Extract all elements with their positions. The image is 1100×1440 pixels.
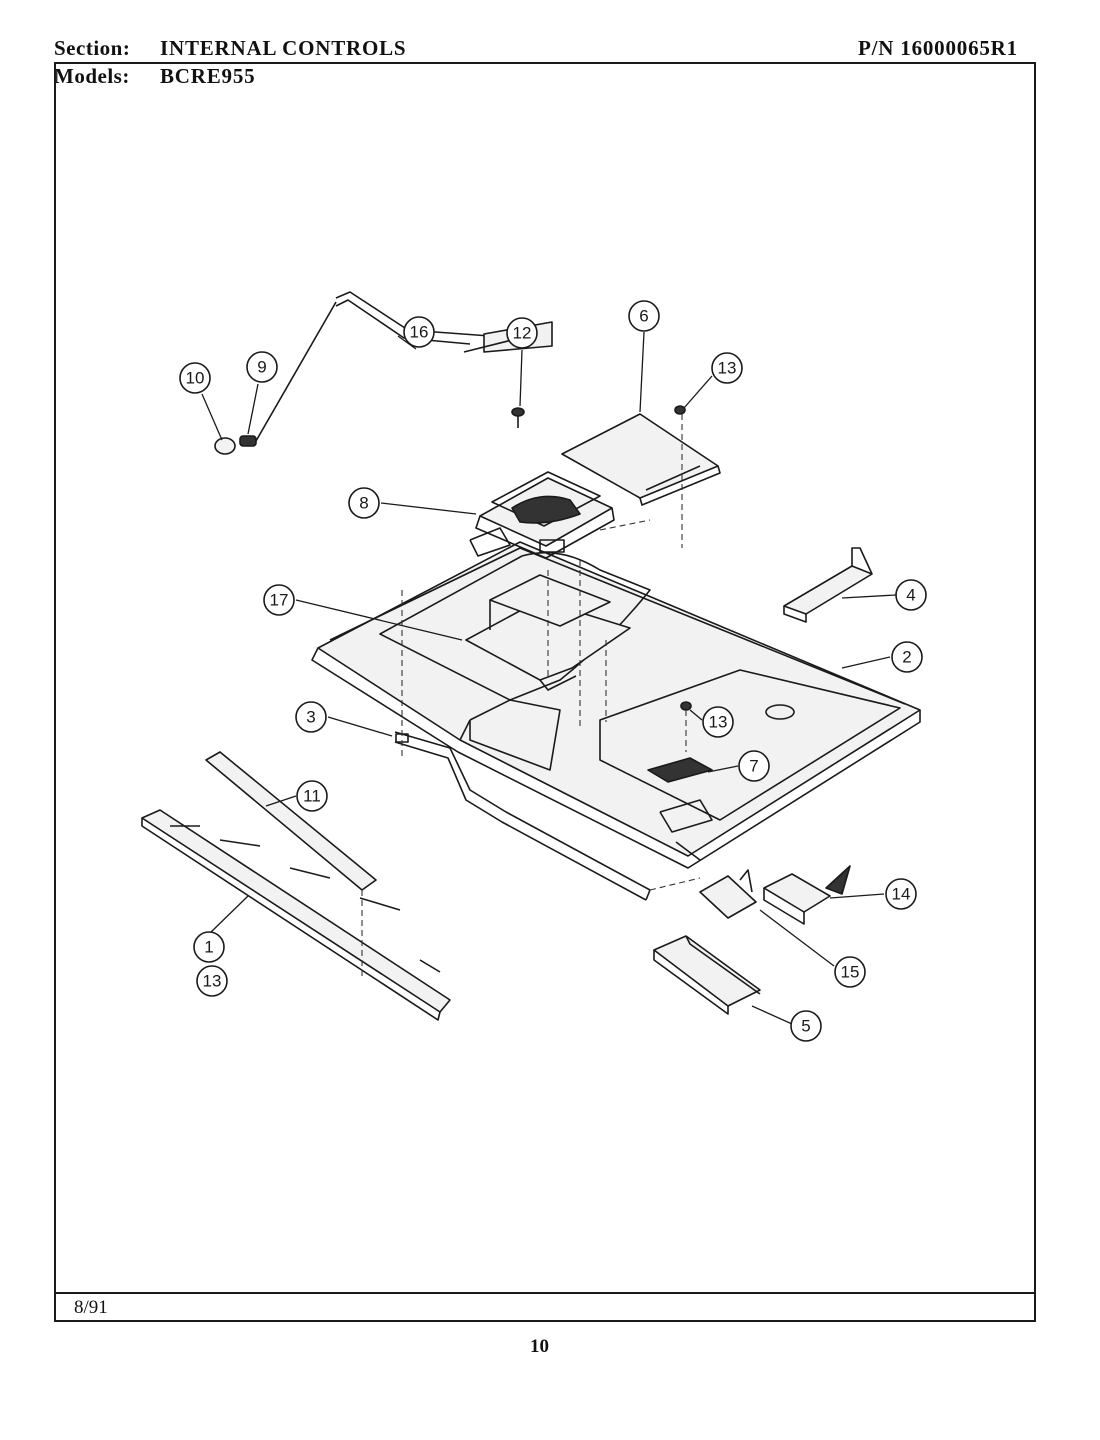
- callout-4-label: 4: [906, 586, 915, 605]
- assembly-guide-lines: [361, 414, 701, 980]
- callout-9-label: 9: [257, 358, 266, 377]
- callout-8: 8: [348, 487, 380, 519]
- callout-10-label: 10: [186, 369, 205, 388]
- section-label: Section:: [54, 36, 131, 60]
- callout-11: 11: [296, 780, 328, 812]
- callout-3-label: 3: [306, 708, 315, 727]
- part-screw-12: [511, 407, 525, 428]
- part-knob-assembly: [214, 301, 337, 455]
- part-front-trim: [141, 809, 451, 1021]
- callout-1-label: 1: [204, 938, 213, 957]
- part-door-latch: [763, 865, 851, 925]
- callout-14-label: 14: [892, 885, 911, 904]
- callout-15-label: 15: [841, 963, 860, 982]
- callout-6: 6: [628, 300, 660, 332]
- callout-6-label: 6: [639, 307, 648, 326]
- part-top-strip: [205, 751, 377, 891]
- callout-5-label: 5: [801, 1017, 810, 1036]
- callout-16-label: 16: [410, 323, 429, 342]
- callout-2-label: 2: [902, 648, 911, 667]
- part-control-mechanism: [469, 471, 615, 559]
- callout-13-c: 13: [702, 706, 734, 738]
- callout-10: 10: [179, 362, 211, 394]
- callout-7-label: 7: [749, 757, 758, 776]
- callout-leader-lines: [201, 331, 897, 1025]
- revision-date: 8/91: [74, 1297, 108, 1318]
- part-small-plate: [647, 757, 713, 783]
- callout-13-a-label: 13: [203, 972, 222, 991]
- callout-15: 15: [834, 956, 866, 988]
- footer-divider: [54, 1292, 1036, 1294]
- models-label: Models:: [54, 64, 130, 88]
- callout-12-label: 12: [513, 324, 532, 343]
- callout-17-label: 17: [270, 591, 289, 610]
- part-hinge-bracket: [699, 869, 757, 919]
- section-value: INTERNAL CONTROLS: [160, 36, 407, 60]
- callout-11-label: 11: [303, 787, 321, 806]
- part-base-pan: [311, 541, 921, 869]
- callout-14: 14: [885, 878, 917, 910]
- callout-3: 3: [295, 701, 327, 733]
- callout-5: 5: [790, 1010, 822, 1042]
- callout-17: 17: [263, 584, 295, 616]
- callout-13-c-label: 13: [709, 713, 728, 732]
- models-value: BCRE955: [160, 64, 256, 88]
- part-number: P/N 16000065R1: [858, 36, 1018, 60]
- callout-7: 7: [738, 750, 770, 782]
- callout-12: 12: [506, 317, 538, 349]
- callout-13-a: 13: [196, 965, 228, 997]
- callout-13-b: 13: [711, 352, 743, 384]
- part-screw-13-top: [674, 405, 686, 415]
- part-screw-13-middle: [680, 701, 692, 711]
- page-number: 10: [530, 1336, 549, 1357]
- callout-4: 4: [895, 579, 927, 611]
- part-side-bracket: [783, 547, 873, 623]
- callout-9: 9: [246, 351, 278, 383]
- callout-13-b-label: 13: [718, 359, 737, 378]
- callout-2: 2: [891, 641, 923, 673]
- callout-16: 16: [403, 316, 435, 348]
- part-cover-plate: [561, 413, 721, 506]
- callout-8-label: 8: [359, 494, 368, 513]
- part-lower-bracket: [653, 935, 761, 1015]
- page-frame: [54, 62, 1036, 1322]
- part-front-rail: [394, 731, 651, 901]
- callout-1: 1: [193, 931, 225, 963]
